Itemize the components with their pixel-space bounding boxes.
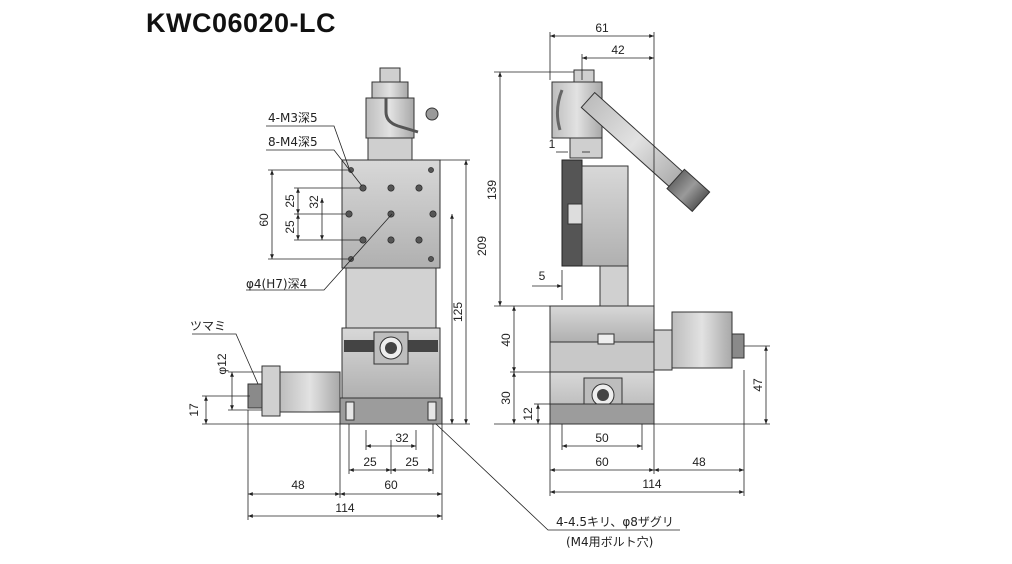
front-base (339, 397, 443, 425)
dim-48-side: 48 (692, 455, 706, 469)
dim-32-vertical: 32 (307, 195, 321, 209)
side-dimension-labels: 61 42 1 139 5 40 30 12 47 50 60 48 114 (485, 21, 765, 491)
dim-114: 114 (335, 501, 354, 515)
dim-139: 139 (485, 180, 499, 200)
dim-47: 47 (751, 378, 765, 392)
side-micrometer (580, 91, 711, 213)
dim-60-vertical: 60 (257, 213, 271, 227)
dim-phi12: φ12 (215, 353, 229, 374)
front-view (247, 67, 443, 425)
drawing-title: KWC06020-LC (146, 8, 337, 38)
dim-30: 30 (499, 391, 513, 405)
dim-17: 17 (187, 403, 201, 417)
dim-114-side: 114 (642, 477, 661, 491)
dim-5: 5 (539, 269, 546, 283)
front-top-motor (365, 67, 439, 161)
front-column (345, 267, 437, 329)
dim-61: 61 (595, 21, 609, 35)
dim-125: 125 (451, 302, 465, 322)
front-dimensions (192, 125, 680, 531)
note-mount-bolt: (M4用ボルト穴) (566, 534, 653, 549)
note-m4-tap: 8-M4深5 (268, 135, 318, 149)
dim-1: 1 (549, 137, 556, 151)
dim-25-upper: 25 (283, 194, 297, 208)
front-side-motor (247, 365, 341, 417)
dim-60-horizontal: 60 (384, 478, 398, 492)
dim-12: 12 (521, 407, 535, 421)
side-vertical-stage (561, 159, 629, 307)
front-dimension-labels: 4-M3深5 8-M4深5 φ4(H7)深4 ツマミ 4-4.5キリ、φ8ザグリ… (187, 111, 674, 549)
note-m3-tap: 4-M3深5 (268, 111, 318, 125)
note-knob: ツマミ (190, 319, 226, 333)
dim-209: 209 (475, 236, 489, 256)
dim-25-lower: 25 (283, 220, 297, 234)
side-view (549, 69, 745, 425)
dim-50: 50 (595, 431, 609, 445)
dim-40: 40 (499, 333, 513, 347)
dim-48: 48 (291, 478, 305, 492)
dim-32-horizontal: 32 (395, 431, 409, 445)
side-dimensions (494, 32, 770, 496)
front-lower-stage (341, 327, 441, 399)
front-upper-table (341, 159, 441, 269)
dim-42: 42 (611, 43, 625, 57)
note-pin-hole: φ4(H7)深4 (246, 277, 307, 291)
dim-25-left: 25 (363, 455, 377, 469)
side-right-motor (653, 311, 745, 371)
side-lower-body (549, 305, 655, 425)
dim-25-right: 25 (405, 455, 419, 469)
note-mount-hole: 4-4.5キリ、φ8ザグリ (556, 515, 674, 529)
dim-60-side: 60 (595, 455, 609, 469)
